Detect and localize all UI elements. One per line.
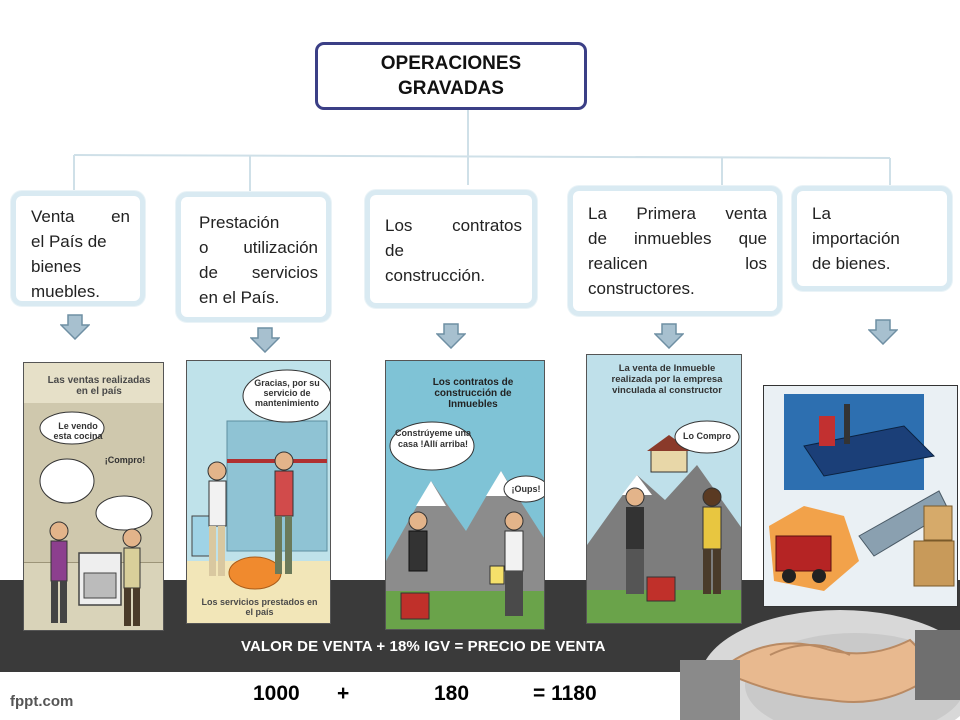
speech-bubble: Lo Compro [683,431,731,441]
speech-bubble: ¡Oups! [511,484,541,494]
down-arrow-icon [654,323,684,349]
kitchen-sale-illustration [24,363,163,630]
import-collage [763,385,958,607]
card-construccion: Los contratos de construcción. [365,190,537,308]
down-arrow-icon [250,327,280,353]
calc-value-a: 1000 [253,682,300,705]
comic-panel-servicios: Gracias, por su servicio de mantenimient… [186,360,331,624]
card-line: importación [812,229,900,248]
main-title: OPERACIONES GRAVADAS [380,53,522,99]
panel-caption: La venta de Inmueble realizada por la em… [611,363,723,396]
down-arrow-icon [60,314,90,340]
comic-panel-inmueble: La venta de Inmueble realizada por la em… [586,354,742,624]
card-line: el País de [31,232,107,251]
card-line: constructores. [588,279,695,298]
card-line: o utilización [199,238,318,257]
speech-bubble: Constrúyeme una casa !Allí arriba! [394,428,472,449]
calc-plus: + [337,682,350,705]
footer-logo: fppt.com [10,693,74,710]
card-line: construcción. [385,266,486,285]
speech-bubble: Gracias, por su servicio de mantenimient… [254,378,320,408]
down-arrow-icon [436,323,466,349]
card-line: Venta en [31,207,130,226]
calc-value-b: 180 [434,682,470,705]
card-line: de bienes. [812,254,891,273]
card-importacion: La importación de bienes. [792,186,952,291]
card-line: La Primera venta [588,204,767,223]
down-arrow-icon [868,319,898,345]
card-line: realicen los [588,254,767,273]
card-line: muebles. [31,282,100,301]
construction-illustration [386,361,544,629]
panel-caption: Las ventas realizadas en el país [47,375,151,397]
panel-caption: Los servicios prestados en el país [201,597,318,617]
card-line: Prestación [199,213,280,232]
comic-panel-ventas: Las ventas realizadas en el país Le vend… [23,362,164,631]
card-inmuebles: La Primera venta de inmuebles que realic… [568,186,782,316]
card-line: bienes [31,257,82,276]
card-line: de servicios [199,263,318,282]
card-line: en el País. [199,288,280,307]
speech-bubble: Le vendo esta cocina [53,421,103,441]
card-venta-bienes: Venta en el País de bienes muebles. [11,191,145,306]
speech-bubble: ¡Compro! [104,455,146,465]
card-line: de inmuebles que [588,229,767,248]
main-title-box: OPERACIONES GRAVADAS [315,42,587,110]
services-illustration [187,361,330,623]
card-servicios: Prestación o utilización de servicios en… [176,192,331,322]
card-line: La [812,204,831,223]
calc-result: = 1180 [533,682,597,705]
card-line: Los contratos [385,216,522,235]
handshake-icon [680,610,960,720]
formula-text: VALOR DE VENTA + 18% IGV = PRECIO DE VEN… [241,638,606,655]
comic-panel-construccion: Los contratos de construcción de Inmuebl… [385,360,545,630]
real-estate-illustration [587,355,741,623]
panel-caption: Los contratos de construcción de Inmuebl… [432,377,514,410]
import-collage-illustration [764,386,957,606]
card-line: de [385,241,404,260]
